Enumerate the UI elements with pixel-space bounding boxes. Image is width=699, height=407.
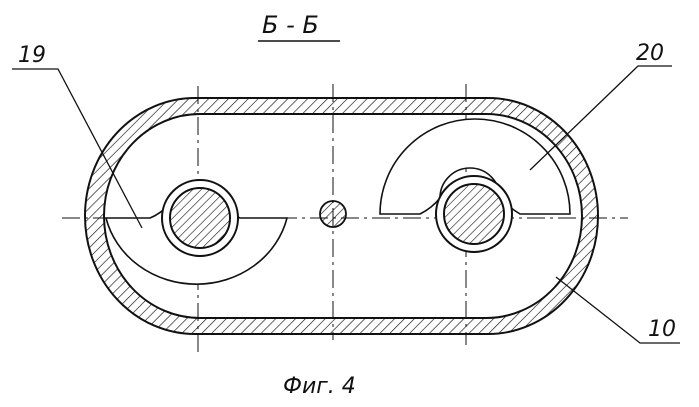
figure-caption: Фиг. 4 bbox=[283, 374, 356, 399]
right-shaft bbox=[444, 184, 504, 244]
callout-20: 20 bbox=[636, 41, 664, 66]
center-pin bbox=[320, 201, 346, 227]
left-shaft bbox=[170, 188, 230, 248]
callout-10: 10 bbox=[648, 317, 676, 342]
section-label: Б - Б bbox=[262, 11, 319, 39]
callout-19: 19 bbox=[18, 43, 46, 68]
